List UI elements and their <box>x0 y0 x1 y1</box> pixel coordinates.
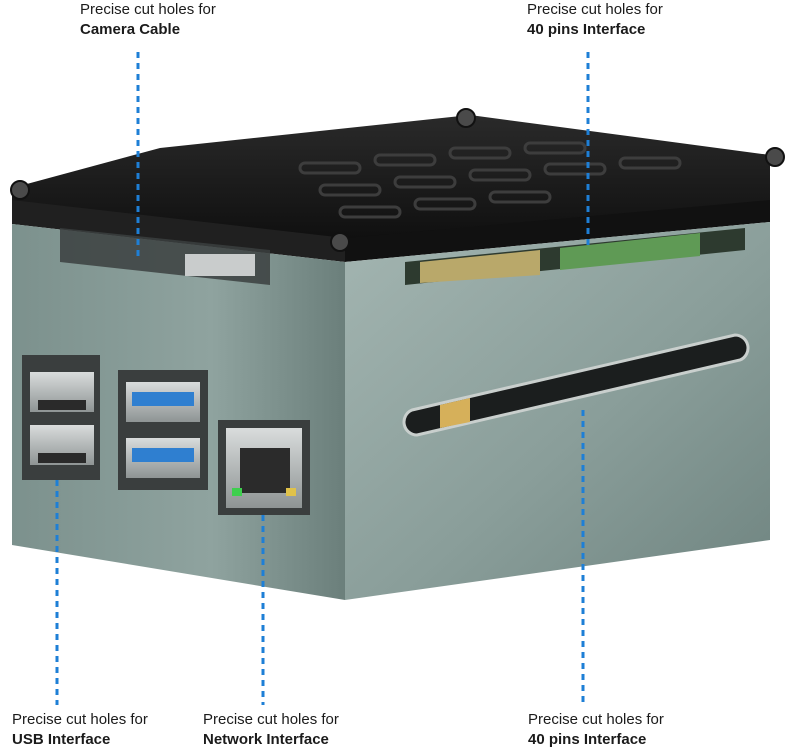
callout-usb: Precise cut holes for USB Interface <box>12 710 148 750</box>
callout-camera-cable: Precise cut holes for Camera Cable <box>80 0 216 40</box>
callout-camera-line2: Camera Cable <box>80 21 181 38</box>
callout-gpio-top: Precise cut holes for 40 pins Interface <box>527 0 663 40</box>
callout-network: Precise cut holes for Network Interface <box>203 710 339 750</box>
callout-gpio-top-line2: 40 pins Interface <box>527 21 646 38</box>
callout-gpio-bottom-line2: 40 pins Interface <box>528 731 647 748</box>
callout-usb-line2: USB Interface <box>12 731 111 748</box>
usb3-ports <box>118 370 208 490</box>
ethernet-port <box>218 420 310 515</box>
usb2-ports <box>22 355 100 480</box>
callout-gpio-bottom-line1: Precise cut holes for <box>528 711 664 728</box>
leader-lines <box>55 52 590 705</box>
callout-gpio-top-line1: Precise cut holes for <box>527 1 663 18</box>
lid <box>10 108 785 262</box>
callout-network-line2: Network Interface <box>203 731 329 748</box>
callout-network-line1: Precise cut holes for <box>203 711 339 728</box>
case-side <box>345 222 770 600</box>
callout-gpio-bottom: Precise cut holes for 40 pins Interface <box>528 710 664 750</box>
callout-camera-line1: Precise cut holes for <box>80 1 216 18</box>
callout-usb-line1: Precise cut holes for <box>12 711 148 728</box>
